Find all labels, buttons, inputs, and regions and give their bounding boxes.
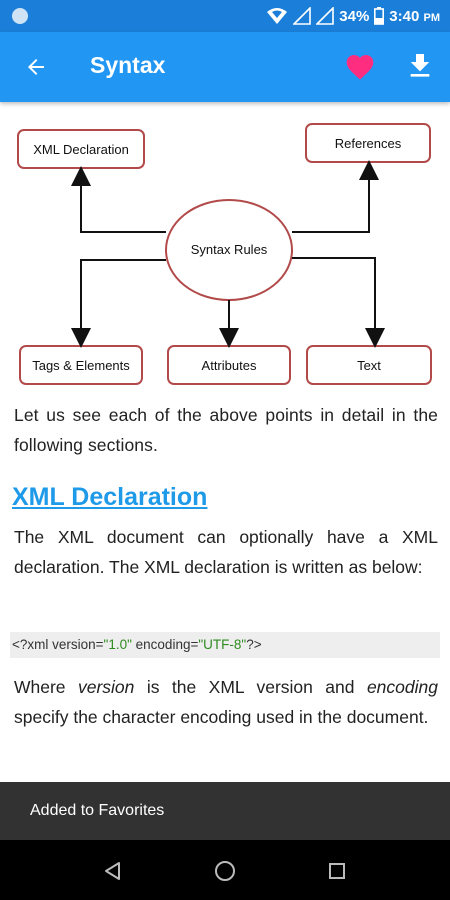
snackbar-message: Added to Favorites	[30, 802, 165, 819]
nav-home-button[interactable]	[212, 858, 238, 884]
system-nav-bar	[0, 840, 450, 900]
download-button[interactable]	[404, 50, 436, 82]
diagram-arrows	[71, 160, 385, 348]
status-icons: 34% 3:40 PM	[266, 0, 440, 32]
status-bar: 34% 3:40 PM	[0, 0, 450, 32]
battery-percent: 34%	[339, 7, 370, 25]
battery-icon	[374, 7, 385, 25]
box-attributes: Attributes	[167, 345, 291, 385]
clock: 3:40 PM	[389, 8, 440, 25]
clock-ampm: PM	[423, 11, 441, 24]
nav-back-button[interactable]	[100, 858, 126, 884]
intro-paragraph: Let us see each of the above points in d…	[14, 405, 438, 455]
syntax-diagram: XML Declaration References Tags & Elemen…	[17, 123, 432, 385]
box-tags-elements: Tags & Elements	[19, 345, 143, 385]
section-heading-link[interactable]: XML Declaration	[12, 483, 208, 511]
back-triangle-icon	[105, 862, 120, 880]
heart-icon	[346, 55, 374, 80]
box-label-tags-elements: Tags & Elements	[32, 358, 130, 373]
app-bar: Syntax	[0, 32, 450, 102]
declaration-paragraph: The XML document can optionally have a X…	[14, 527, 438, 577]
intro-section: Let us see each of the above points in d…	[14, 400, 438, 460]
notification-dot-icon	[12, 8, 28, 24]
signal-icon	[293, 7, 312, 25]
box-label-text: Text	[357, 358, 381, 373]
box-label-references: References	[335, 136, 402, 151]
center-syntax-rules: Syntax Rules	[165, 199, 293, 301]
box-label-xml-declaration: XML Declaration	[33, 142, 129, 157]
where-italic-encoding: encoding	[366, 677, 438, 697]
code-part: ?>	[246, 637, 262, 652]
snackbar: Added to Favorites	[0, 782, 450, 840]
signal-icon	[316, 7, 335, 25]
nav-recents-button[interactable]	[324, 858, 350, 884]
code-part: encoding=	[131, 637, 199, 652]
download-icon	[410, 54, 430, 77]
box-xml-declaration: XML Declaration	[17, 129, 145, 169]
clock-time: 3:40	[389, 7, 420, 25]
home-circle-icon	[215, 861, 235, 881]
wifi-icon	[267, 8, 288, 24]
back-button[interactable]	[18, 49, 54, 85]
center-label: Syntax Rules	[191, 242, 268, 257]
box-references: References	[305, 123, 431, 163]
box-label-attributes: Attributes	[202, 358, 257, 373]
code-part: <?xml version=	[12, 637, 104, 652]
favorite-button[interactable]	[344, 51, 376, 83]
code-string: "UTF-8"	[198, 637, 247, 652]
arrow-left-icon	[28, 59, 44, 75]
recents-square-icon	[329, 863, 345, 879]
code-block: <?xml version="1.0" encoding="UTF-8"?>	[10, 632, 440, 658]
where-text: Where	[14, 677, 78, 697]
page-title: Syntax	[90, 52, 166, 78]
where-paragraph: Where version is the XML version and enc…	[14, 672, 438, 732]
code-string: "1.0"	[103, 637, 132, 652]
where-text: is the XML version and	[134, 677, 367, 697]
where-text: specify the character encoding used in t…	[14, 707, 429, 727]
box-text: Text	[306, 345, 432, 385]
where-italic-version: version	[77, 677, 135, 697]
